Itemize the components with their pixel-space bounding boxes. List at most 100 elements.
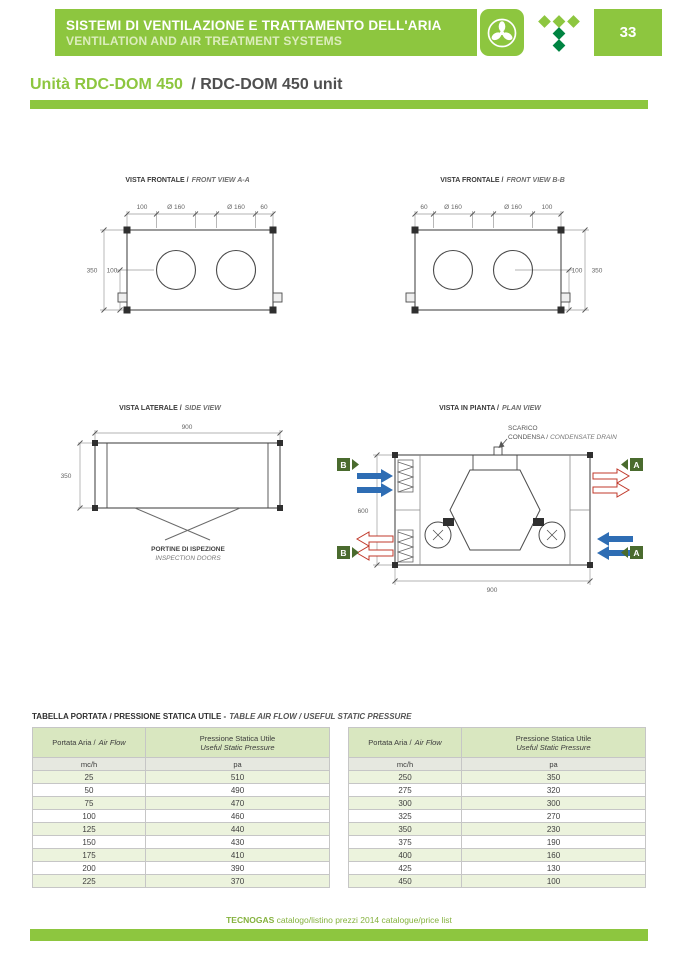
drain-arrow <box>498 438 508 448</box>
pressure-cell: 160 <box>461 848 646 862</box>
title-rule <box>30 100 648 109</box>
dim-label: 600 <box>358 508 369 515</box>
plan-view-label: VISTA IN PIANTA /PLAN VIEW <box>335 405 645 418</box>
pressure-cell: 440 <box>145 822 330 836</box>
footer-note: TECNOGAS catalogo/listino prezzi 2014 ca… <box>0 915 678 925</box>
header-banner: SISTEMI DI VENTILAZIONE E TRATTAMENTO DE… <box>55 9 477 56</box>
unit-pressure: pa <box>461 757 646 771</box>
header-title-it: SISTEMI DI VENTILAZIONE E TRATTAMENTO DE… <box>66 17 442 33</box>
flow-cell: 225 <box>32 874 146 888</box>
flow-cell: 150 <box>32 835 146 849</box>
col-header-pressure-it: Pressione Statica Utile <box>199 733 276 743</box>
pressure-cell: 370 <box>145 874 330 888</box>
flow-cell: 425 <box>348 861 462 875</box>
dim-label: Ø 160 <box>504 204 522 211</box>
unit-flow: mc/h <box>348 757 462 771</box>
label-en: FRONT VIEW A-A <box>191 177 250 184</box>
section-title-it: Unità RDC-DOM 450 <box>30 76 183 93</box>
page-number-box: 33 <box>594 9 662 56</box>
pressure-cell: 470 <box>145 796 330 810</box>
flow-cell: 50 <box>32 783 146 797</box>
drain-label-line2-en: CONDENSATE DRAIN <box>550 433 617 441</box>
plan-view-block: VISTA IN PIANTA /PLAN VIEW SCARICO CONDE… <box>335 405 645 608</box>
dim-label: 900 <box>487 587 498 594</box>
plan-corner-fittings <box>392 452 593 568</box>
dim-label: 350 <box>592 268 603 275</box>
flow-cell: 250 <box>348 770 462 784</box>
table-header-row: Portata Aria /Air Flow Pressione Statica… <box>348 727 646 758</box>
front-b-unit-body <box>405 229 571 311</box>
front-a-corner-fittings <box>123 226 277 314</box>
front-view-b-block: VISTA FRONTALE /FRONT VIEW B-B <box>385 177 620 325</box>
side-unit-body <box>94 442 281 509</box>
front-view-b-drawing: 60 Ø 160 Ø 160 100 100 350 <box>405 204 603 314</box>
side-extension-lines <box>78 430 281 509</box>
fan-motors <box>443 518 544 526</box>
col-header-pressure-en: Useful Static Pressure <box>516 742 591 752</box>
front-a-dim-ticks <box>101 211 276 313</box>
dim-label: 350 <box>61 473 72 480</box>
table-units-row: mc/h pa <box>32 757 330 771</box>
label-it: VISTA FRONTALE / <box>125 177 189 184</box>
label-it: VISTA IN PIANTA / <box>439 405 499 412</box>
dim-label: 100 <box>137 204 148 211</box>
table-units-row: mc/h pa <box>348 757 646 771</box>
pressure-cell: 410 <box>145 848 330 862</box>
table-title-it: TABELLA PORTATA / PRESSIONE STATICA UTIL… <box>32 712 227 721</box>
pressure-cell: 130 <box>461 861 646 875</box>
label-en: FRONT VIEW B-B <box>506 177 565 184</box>
airflow-tables: Portata Aria /Air Flow Pressione Statica… <box>32 727 646 888</box>
section-marker-a-bottom <box>621 546 643 559</box>
col-header-pressure-en: Useful Static Pressure <box>200 742 275 752</box>
plan-dim-ticks <box>374 452 593 584</box>
flow-cell: 375 <box>348 835 462 849</box>
drain-label-line1: SCARICO <box>508 425 538 432</box>
plan-view-drawing: 600 900 <box>337 438 643 594</box>
inspection-door-lines <box>134 507 241 541</box>
front-view-a-block: VISTA FRONTALE /FRONT VIEW A-A <box>70 177 305 325</box>
dim-label: Ø 160 <box>227 204 245 211</box>
flow-cell: 175 <box>32 848 146 862</box>
side-view-drawing: 900 350 PORTINE DI I <box>61 424 283 562</box>
pressure-cell: 390 <box>145 861 330 875</box>
label-en: PLAN VIEW <box>502 405 541 412</box>
footer-text: catalogo/listino prezzi 2014 catalogue/p… <box>274 915 452 925</box>
dim-label: Ø 160 <box>444 204 462 211</box>
table-title-en: TABLE AIR FLOW / USEFUL STATIC PRESSURE <box>229 712 412 721</box>
label-it: VISTA LATERALE / <box>119 405 182 412</box>
table-header-row: Portata Aria /Air Flow Pressione Statica… <box>32 727 330 758</box>
side-dimension-labels: 900 350 <box>61 424 193 480</box>
section-marker-letter: A <box>633 548 639 558</box>
section-marker-b-top <box>337 458 359 471</box>
section-markers: B B A A <box>337 458 643 559</box>
page-number: 33 <box>619 24 637 41</box>
section-title: Unità RDC-DOM 450 / RDC-DOM 450 unit <box>30 76 342 94</box>
flow-cell: 450 <box>348 874 462 888</box>
flow-cell: 300 <box>348 796 462 810</box>
col-header-airflow: Portata Aria /Air Flow <box>32 727 146 758</box>
inspection-doors-note-it: PORTINE DI ISPEZIONE <box>151 546 225 553</box>
header-title-en: VENTILATION AND AIR TREATMENT SYSTEMS <box>66 33 343 48</box>
side-view-label: VISTA LATERALE /SIDE VIEW <box>40 405 300 418</box>
pressure-cell: 490 <box>145 783 330 797</box>
dim-label: 100 <box>572 268 583 275</box>
pressure-cell: 460 <box>145 809 330 823</box>
footer-bar <box>30 929 648 941</box>
dim-label: 350 <box>87 268 98 275</box>
front-view-b-label: VISTA FRONTALE /FRONT VIEW B-B <box>385 177 620 190</box>
pressure-cell: 300 <box>461 796 646 810</box>
pressure-cell: 510 <box>145 770 330 784</box>
dim-label: 60 <box>260 204 268 211</box>
fan-icon-box <box>480 9 524 56</box>
pressure-cell: 230 <box>461 822 646 836</box>
